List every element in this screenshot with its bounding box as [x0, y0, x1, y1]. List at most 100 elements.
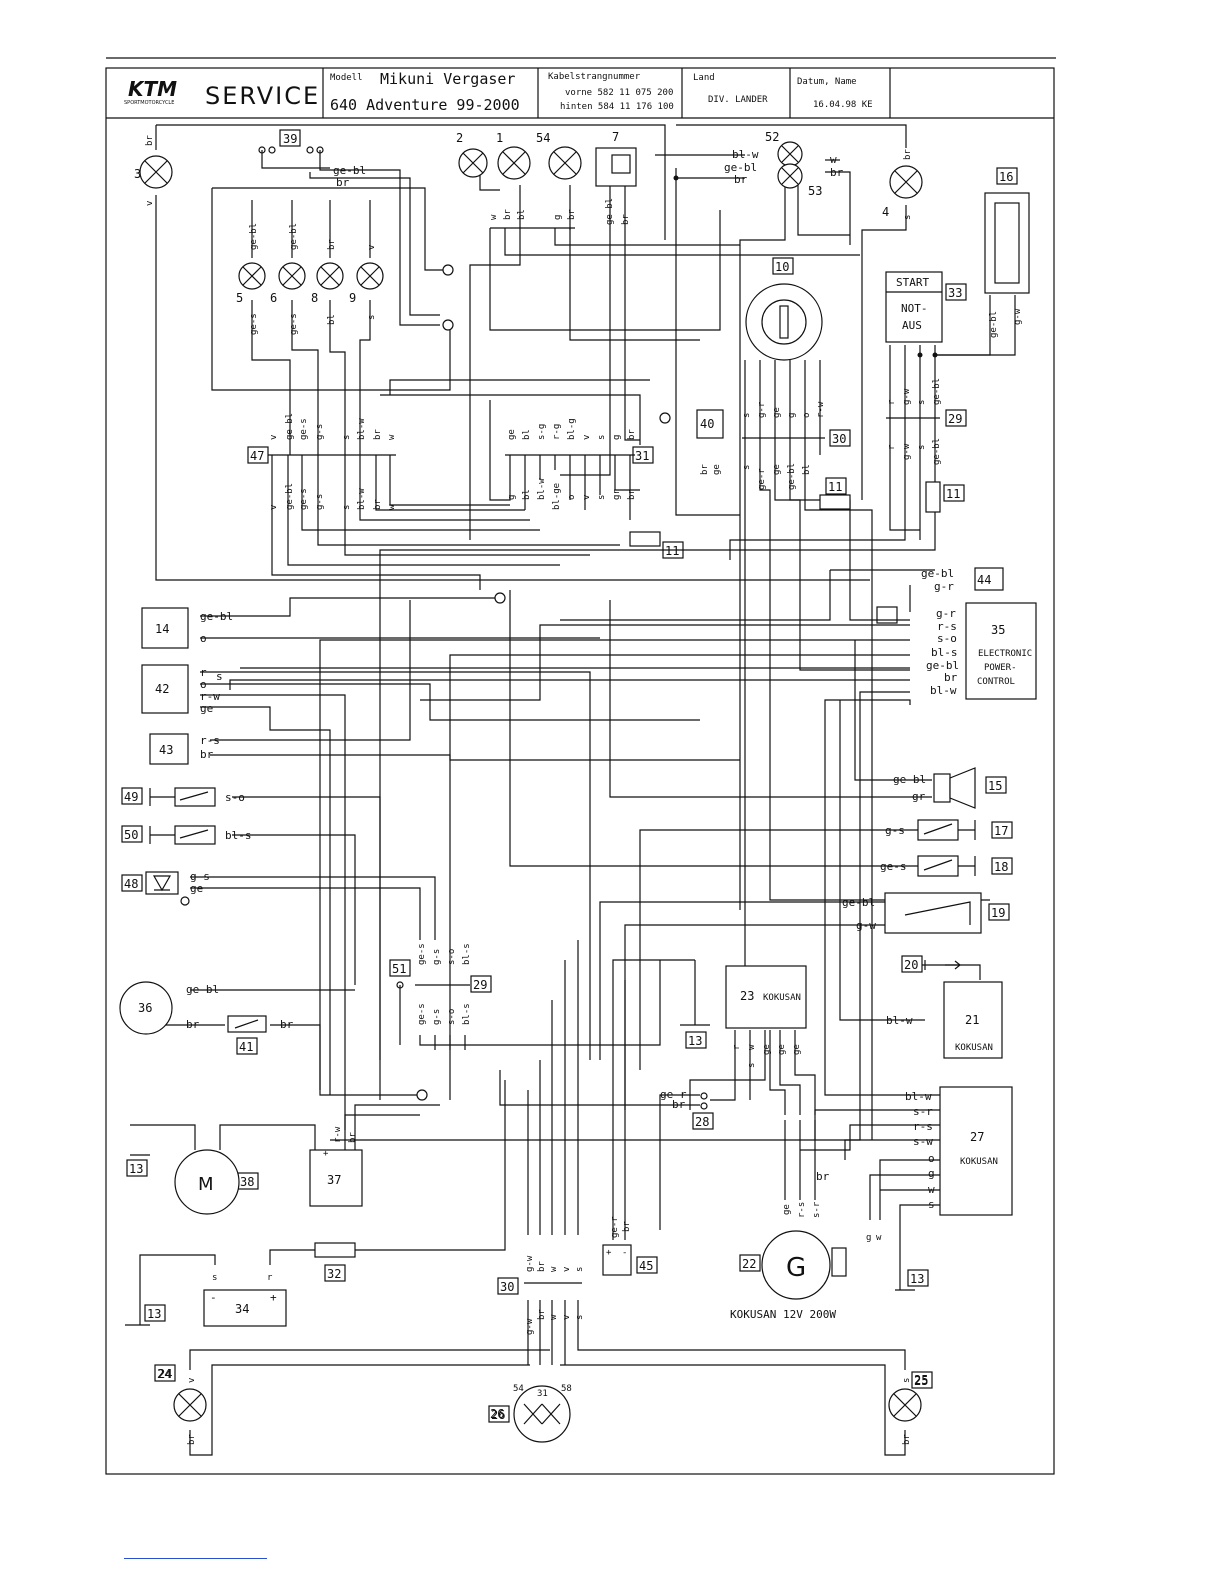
kabel-hinten: hinten 584 11 176 100	[560, 102, 674, 112]
svg-text:24: 24	[158, 1367, 172, 1381]
svg-text:5: 5	[236, 291, 243, 305]
svg-text:s: s	[903, 215, 913, 220]
svg-text:45: 45	[639, 1259, 653, 1273]
svg-text:ge-bl: ge-bl	[989, 311, 999, 338]
svg-text:ELECTRONIC: ELECTRONIC	[978, 649, 1032, 659]
svg-text:32: 32	[327, 1267, 341, 1281]
title-block: KTM SPORTMOTORCYCLE SERVICE Modell Mikun…	[106, 68, 1054, 119]
svg-text:br: br	[672, 1098, 686, 1111]
svg-text:g-r: g-r	[936, 607, 956, 620]
svg-text:w: w	[387, 434, 397, 440]
svg-text:30: 30	[500, 1280, 514, 1294]
svg-text:bl-ge: bl-ge	[552, 483, 562, 510]
land-label: Land	[693, 73, 715, 83]
svg-text:s: s	[575, 1315, 585, 1320]
svg-text:ge: ge	[772, 407, 782, 418]
svg-text:v: v	[187, 1378, 197, 1383]
svg-text:ge: ge	[712, 464, 722, 475]
svg-text:g: g	[787, 413, 797, 418]
svg-text:+: +	[270, 1291, 277, 1304]
svg-text:18: 18	[994, 860, 1008, 874]
svg-text:s-g: s-g	[537, 424, 547, 440]
svg-text:11: 11	[665, 544, 679, 558]
svg-text:w: w	[830, 153, 837, 166]
svg-text:br: br	[816, 1170, 830, 1183]
svg-text:26: 26	[490, 1407, 504, 1421]
lamp-8: 8	[311, 262, 344, 305]
svg-text:26: 26	[491, 1408, 505, 1422]
svg-text:11: 11	[946, 487, 960, 501]
svg-text:br: br	[348, 1132, 358, 1143]
svg-text:s: s	[928, 1198, 935, 1211]
svg-text:w: w	[489, 214, 499, 220]
svg-text:br: br	[373, 429, 383, 440]
svg-text:10: 10	[775, 260, 789, 274]
svg-text:br: br	[537, 1309, 547, 1320]
svg-text:s: s	[597, 435, 607, 440]
svg-text:58: 58	[561, 1384, 572, 1394]
svg-text:bl-g: bl-g	[567, 418, 577, 440]
svg-text:POWER-: POWER-	[984, 663, 1017, 673]
svg-text:s-o: s-o	[225, 791, 245, 804]
svg-text:ge-bl: ge-bl	[200, 610, 233, 623]
switch-19: ge-bl g-w	[842, 892, 982, 934]
svg-text:M: M	[198, 1174, 214, 1195]
svg-text:g-s: g-s	[432, 949, 442, 965]
svg-text:ge-s: ge-s	[249, 313, 259, 335]
svg-text:br: br	[830, 166, 844, 179]
svg-text:bl-w: bl-w	[930, 684, 957, 697]
svg-text:ge: ge	[782, 1204, 792, 1215]
svg-text:br: br	[336, 176, 350, 189]
svg-text:g: g	[612, 435, 622, 440]
svg-text:ge-bl: ge-bl	[285, 413, 295, 440]
svg-text:34: 34	[235, 1302, 249, 1316]
svg-text:KOKUSAN: KOKUSAN	[763, 993, 801, 1003]
svg-text:br: br	[622, 1221, 632, 1232]
electronic-power-control-35: 35 ELECTRONIC POWER- CONTROL g-r r-s s-o…	[926, 602, 1037, 700]
svg-text:br: br	[567, 209, 577, 220]
connector-30-top: s g-r ge g o r-w s ge-r ge ge-bl bl	[742, 401, 826, 490]
diode-48: g-s ge	[145, 870, 210, 906]
svg-text:bl-w: bl-w	[732, 148, 759, 161]
svg-text:ge: ge	[507, 429, 517, 440]
svg-text:g-s: g-s	[885, 824, 905, 837]
fuse-11c	[629, 531, 661, 547]
svg-text:bl-w: bl-w	[357, 418, 367, 440]
lamp-5: 5	[236, 262, 266, 305]
svg-text:ge-s: ge-s	[299, 488, 309, 510]
modell-label: Modell	[330, 73, 363, 83]
svg-text:o: o	[200, 632, 207, 645]
svg-text:bl-w: bl-w	[905, 1090, 932, 1103]
svg-text:ge-bl: ge-bl	[249, 223, 259, 250]
svg-text:o: o	[200, 678, 207, 691]
svg-text:ge-bl: ge-bl	[932, 438, 942, 465]
svg-text:w: w	[747, 1044, 757, 1050]
svg-text:20: 20	[904, 958, 918, 972]
svg-text:-: -	[210, 1291, 217, 1304]
land-value: DIV. LANDER	[708, 95, 768, 105]
svg-text:ge-s: ge-s	[289, 313, 299, 335]
svg-text:39: 39	[283, 132, 297, 146]
svg-text:g: g	[928, 1167, 935, 1180]
footer-link-underline[interactable]	[124, 1558, 267, 1559]
svg-text:13: 13	[129, 1162, 143, 1176]
switch-17: g-s	[885, 819, 976, 841]
regulator-23-pins: r w s ge ge ge	[732, 1044, 802, 1068]
svg-text:16: 16	[999, 170, 1013, 184]
modell-line1: Mikuni Vergaser	[380, 70, 515, 88]
lamp-2: 2	[456, 131, 488, 178]
svg-text:g-w: g-w	[902, 388, 912, 405]
svg-text:ge-bl: ge-bl	[333, 164, 366, 177]
svg-text:ge-s: ge-s	[417, 943, 427, 965]
svg-text:50: 50	[124, 828, 138, 842]
connector-29-lower: ge-s g-s s-o bl-s ge-s g-s s-o bl-s	[396, 943, 472, 1025]
svg-text:o: o	[928, 1152, 935, 1165]
svg-text:r: r	[887, 399, 897, 405]
svg-text:-: -	[622, 1248, 627, 1258]
svg-text:bl: bl	[517, 209, 527, 220]
switch-50: bl-s	[149, 825, 252, 845]
svg-text:v: v	[145, 201, 155, 206]
svg-text:s: s	[917, 400, 927, 405]
connector-20	[922, 960, 961, 970]
svg-text:ge-bl: ge-bl	[285, 483, 295, 510]
